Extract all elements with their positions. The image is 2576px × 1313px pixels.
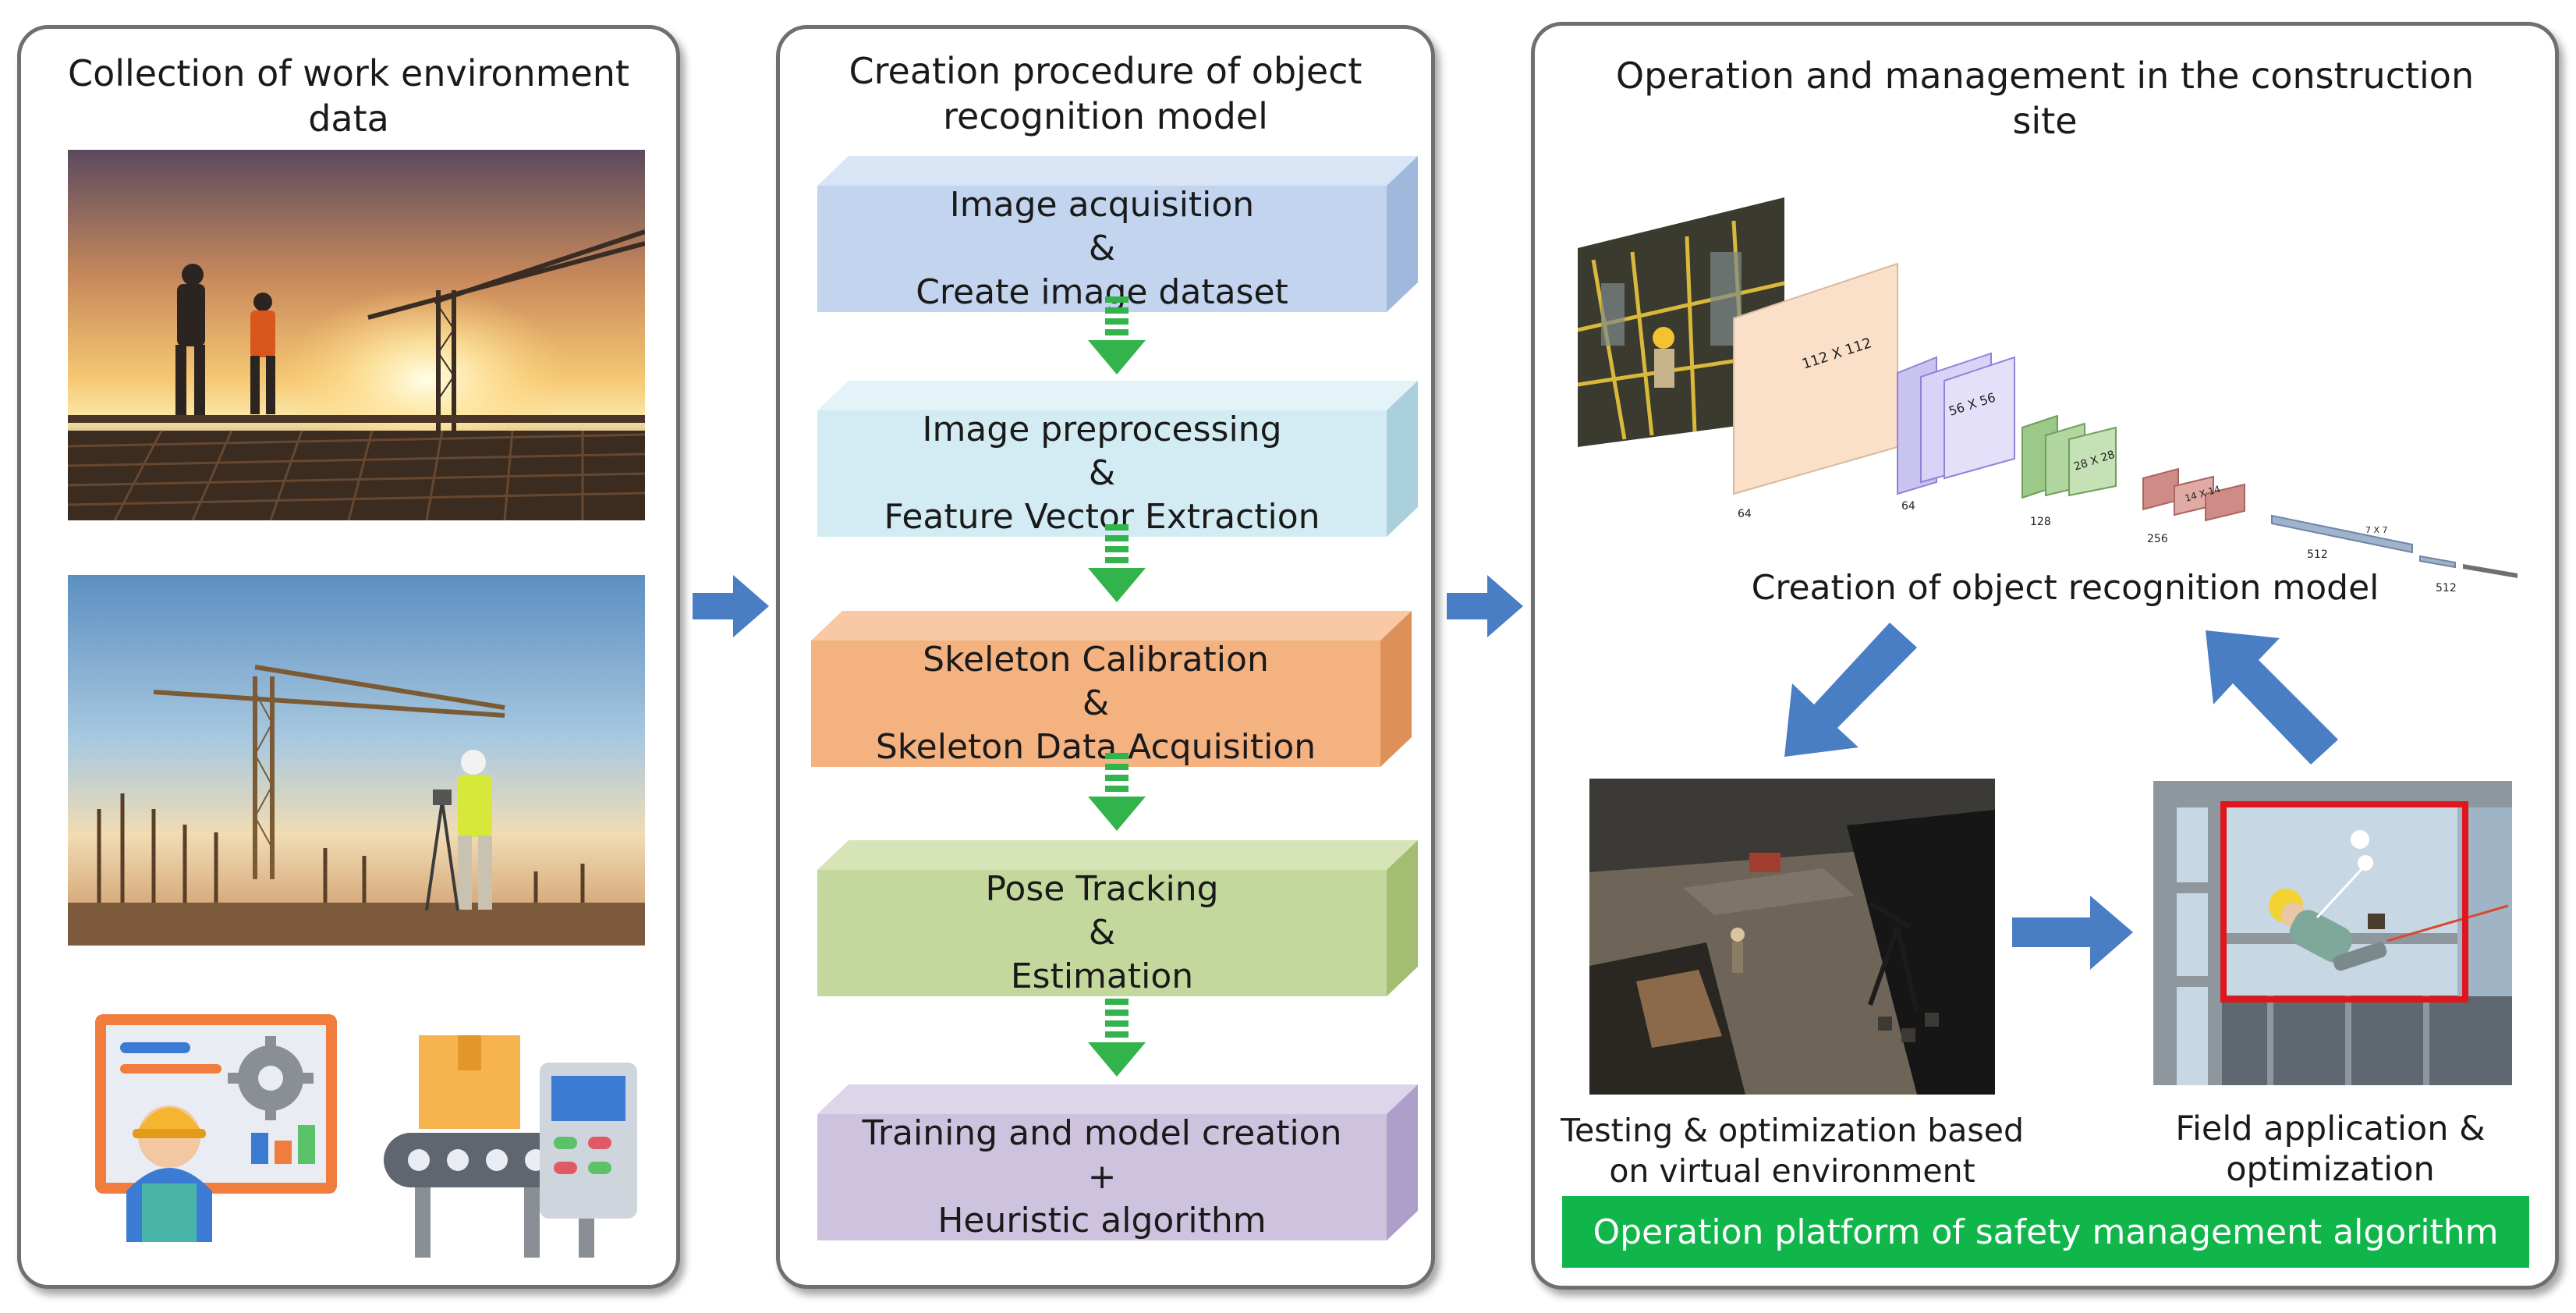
title-line-2: recognition model — [943, 95, 1268, 137]
panel-data-collection: Collection of work environment data — [17, 25, 680, 1289]
step-label-line-2: & — [1088, 453, 1116, 493]
title-line-1: Collection of work environment — [67, 52, 629, 94]
step-label-line-2: + — [1087, 1157, 1117, 1197]
step-training-model: Training and model creation + Heuristic … — [817, 1084, 1418, 1240]
down-dashed-arrow-1 — [1088, 296, 1146, 374]
step-pose-tracking: Pose Tracking & Estimation — [817, 840, 1418, 996]
step-label-line-3: Feature Vector Extraction — [884, 497, 1320, 537]
right-arrow — [2012, 896, 2133, 970]
title-line-1: Operation and management in the construc… — [1615, 55, 2475, 97]
cnn-depth-label: 64 — [1738, 508, 1752, 520]
down-left-arrow — [1784, 623, 1917, 757]
step-label-line-1: Image preprocessing — [922, 410, 1282, 449]
step-label-line-3: Heuristic algorithm — [937, 1201, 1267, 1240]
caption-line-1: Field application & — [2175, 1109, 2486, 1148]
conv-layer-4: 14 X 14 256 — [2142, 467, 2245, 545]
step-label-line-3: Estimation — [1010, 956, 1194, 996]
fc-layers: 512 — [2419, 555, 2518, 594]
conv-layer-2: 56 X 56 64 — [1897, 352, 2015, 513]
operation-platform-banner: Operation platform of safety management … — [1562, 1196, 2529, 1268]
virtual-environment-screenshot — [1589, 779, 1995, 1095]
cnn-dim-label: 7 X 7 — [2365, 525, 2388, 535]
step-skeleton-calibration: Skeleton Calibration & Skeleton Data Acq… — [811, 611, 1412, 767]
step-front-face: Image preprocessing & Feature Vector Ext… — [817, 410, 1387, 537]
step-front-face: Skeleton Calibration & Skeleton Data Acq… — [811, 640, 1380, 767]
flow-arrow-2 — [1447, 575, 1523, 637]
step-label-line-2: & — [1088, 229, 1116, 268]
step-top-face — [817, 1084, 1418, 1114]
title-line-2: data — [308, 98, 389, 140]
conv-layer-5: 512 7 X 7 — [2271, 514, 2413, 561]
input-image-layer — [1578, 197, 1785, 447]
detection-box — [2220, 801, 2468, 1002]
step-side-face — [1387, 1084, 1418, 1240]
caption-line-2: on virtual environment — [1609, 1152, 1975, 1190]
step-label-line-3: Create image dataset — [916, 272, 1288, 312]
panel-title: Creation procedure of object recognition… — [780, 48, 1431, 139]
testing-caption: Testing & optimization based on virtual … — [1550, 1110, 2034, 1191]
step-front-face: Training and model creation + Heuristic … — [817, 1113, 1387, 1240]
step-image-acquisition: Image acquisition & Create image dataset — [817, 156, 1418, 312]
down-dashed-arrow-3 — [1088, 753, 1146, 831]
cnn-architecture-diagram: 112 X 112 64 56 X 56 64 28 X 28 128 14 X… — [1578, 197, 2518, 594]
caption-line-2: optimization — [2226, 1150, 2435, 1189]
title-line-2: site — [2012, 100, 2078, 142]
cnn-depth-label: 512 — [2307, 548, 2328, 561]
step-top-face — [811, 611, 1412, 641]
flow-arrow-1 — [693, 575, 769, 637]
step-front-face: Pose Tracking & Estimation — [817, 869, 1387, 996]
cnn-depth-label: 256 — [2147, 533, 2168, 545]
cnn-depth-label: 64 — [1901, 500, 1915, 513]
panel-title: Operation and management in the construc… — [1535, 53, 2555, 144]
step-side-face — [1380, 611, 1412, 767]
step-top-face — [817, 840, 1418, 870]
field-caption: Field application & optimization — [2128, 1109, 2533, 1190]
conv-layer-3: 28 X 28 128 — [2021, 414, 2117, 528]
step-label-line-1: Training and model creation — [862, 1113, 1342, 1153]
cnn-depth-label: 128 — [2030, 516, 2051, 528]
step-side-face — [1387, 381, 1418, 537]
conveyor-machine-icon — [384, 1027, 641, 1262]
construction-surveyor-photo — [68, 575, 645, 946]
step-label-line-3: Skeleton Data Acquisition — [875, 727, 1316, 767]
step-label-line-1: Image acquisition — [949, 185, 1255, 225]
down-dashed-arrow-4 — [1088, 999, 1146, 1077]
step-side-face — [1387, 156, 1418, 312]
conv-layer-1: 112 X 112 64 — [1733, 262, 1898, 520]
construction-sunset-photo — [68, 150, 645, 520]
up-left-arrow — [2206, 630, 2338, 765]
step-front-face: Image acquisition & Create image dataset — [817, 185, 1387, 312]
down-dashed-arrow-2 — [1088, 524, 1146, 602]
step-label-line-2: & — [1088, 913, 1116, 953]
title-line-1: Creation procedure of object — [849, 50, 1362, 92]
step-label-line-1: Skeleton Calibration — [923, 640, 1269, 680]
step-top-face — [817, 156, 1418, 186]
field-application-image — [2153, 781, 2512, 1085]
step-label-line-1: Pose Tracking — [985, 869, 1219, 909]
model-caption: Creation of object recognition model — [1751, 568, 2379, 608]
step-top-face — [817, 381, 1418, 410]
step-label-line-2: & — [1082, 683, 1110, 723]
safety-monitor-icon — [95, 1008, 360, 1250]
caption-line-1: Testing & optimization based — [1560, 1112, 2025, 1149]
step-side-face — [1387, 840, 1418, 996]
step-image-preprocessing: Image preprocessing & Feature Vector Ext… — [817, 381, 1418, 537]
panel-title: Collection of work environment data — [21, 51, 676, 141]
panel-site-operation: Operation and management in the construc… — [1531, 22, 2559, 1290]
cnn-depth-label: 512 — [2436, 582, 2457, 594]
